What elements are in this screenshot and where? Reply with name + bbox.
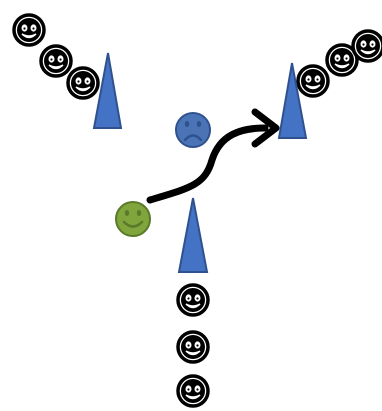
player-icon <box>176 330 210 364</box>
defender-sad-face-icon <box>175 112 211 148</box>
cone-top-right-icon <box>277 62 308 139</box>
player-icon <box>296 64 330 98</box>
player-icon <box>176 374 210 408</box>
attacker-smiley-face-icon <box>115 201 151 237</box>
player-icon <box>351 29 382 63</box>
player-line-top-right <box>296 29 382 98</box>
player-line-bottom <box>176 283 210 408</box>
player-icon <box>176 283 210 317</box>
player-icon <box>39 44 73 78</box>
player-icon <box>12 13 46 47</box>
player-icon <box>66 66 100 100</box>
cone-bottom-icon <box>177 197 209 273</box>
player-line-top-left <box>12 13 100 100</box>
cone-top-left-icon <box>92 52 123 129</box>
curved-arrow-icon <box>146 108 280 204</box>
